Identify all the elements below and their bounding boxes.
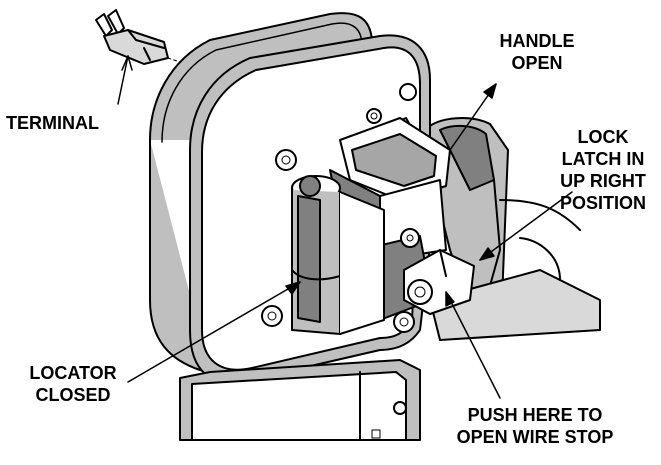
lock-label-line-3: UP RIGHT	[560, 171, 646, 191]
locator-closed-label: LOCATOR CLOSED	[8, 362, 138, 406]
push-wire-stop-label: PUSH HERE TO OPEN WIRE STOP	[420, 404, 650, 448]
handle	[429, 117, 601, 341]
locator-label-line-1: LOCATOR	[29, 363, 117, 383]
locator-body	[291, 175, 385, 335]
push-label-line-2: OPEN WIRE STOP	[456, 427, 614, 447]
lock-label-line-2: LATCH IN	[561, 149, 645, 169]
handle-label-line-1: HANDLE	[499, 31, 575, 51]
lock-label-line-1: LOCK	[577, 127, 629, 147]
push-label-line-1: PUSH HERE TO	[467, 405, 603, 425]
lock-latch-label: LOCK LATCH IN UP RIGHT POSITION	[548, 126, 658, 214]
handle-label-line-2: OPEN	[511, 53, 563, 73]
locator-label-line-2: CLOSED	[35, 385, 111, 405]
lock-label-line-4: POSITION	[559, 193, 646, 213]
handle-open-label: HANDLE OPEN	[482, 30, 592, 74]
terminal-part	[95, 9, 193, 67]
tool-base	[179, 359, 421, 441]
terminal-label-text: TERMINAL	[6, 113, 99, 133]
leader-lines	[117, 55, 573, 399]
lock-latch	[393, 249, 475, 333]
terminal-label: TERMINAL	[6, 112, 99, 134]
